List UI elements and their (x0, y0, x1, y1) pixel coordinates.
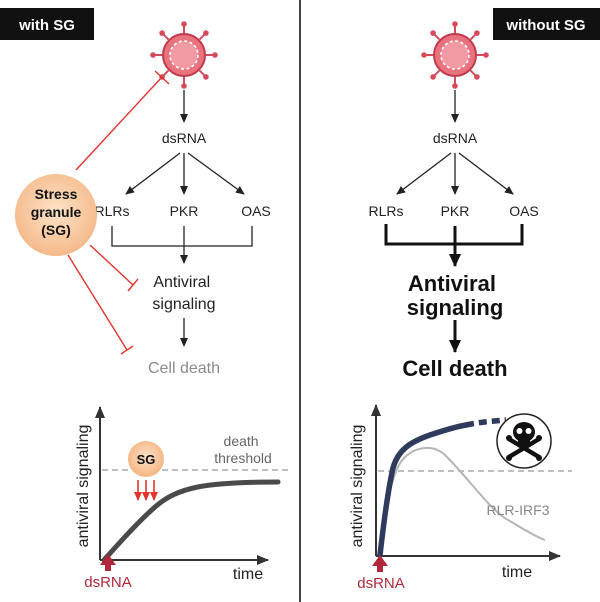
left-signaling-curve (101, 479, 281, 563)
dsrna-to-oas-arrow (458, 152, 514, 195)
sensor-rlrs-label: RLRs (94, 203, 129, 219)
sensor-rlrs-label: RLRs (368, 203, 403, 219)
right-ylabel: antiviral signaling (349, 425, 366, 548)
svg-text:SG: SG (137, 452, 156, 467)
cell-death-label: Cell death (402, 356, 507, 381)
antiviral-signaling-label: Antiviral signaling (407, 271, 504, 320)
left-dsrna-trigger-arrow (100, 554, 116, 571)
left-badge-box (0, 8, 94, 40)
right-panel: without SG dsRNA (349, 8, 600, 592)
sg-small-circle: SG (128, 441, 164, 477)
stress-granule-node: Stress granule (SG) (15, 174, 97, 256)
sensor-pkr-label: PKR (170, 203, 199, 219)
svg-text:(SG): (SG) (41, 222, 71, 238)
sensor-oas-label: OAS (241, 203, 271, 219)
inhibition-lines (67, 70, 170, 355)
right-curve-label: RLR-IRF3 (486, 502, 549, 518)
antiviral-signaling-label: Antiviral signaling (152, 274, 215, 313)
virus-icon (150, 21, 218, 89)
right-badge-text: without SG (505, 17, 585, 34)
right-signaling-curve-dashed (465, 417, 507, 428)
dsrna-to-oas-arrow (187, 152, 245, 195)
right-dsrna-trigger-arrow (372, 555, 388, 572)
sensor-convergence-bracket (111, 226, 253, 247)
svg-text:granule: granule (31, 204, 82, 220)
svg-text:Stress: Stress (35, 186, 78, 202)
right-plot: antiviral signaling time RLR-IRF3 (349, 404, 572, 592)
right-xlabel: time (502, 564, 532, 581)
sg-suppression-arrows (134, 480, 158, 501)
right-dsrna-trigger-label: dsRNA (357, 575, 405, 592)
left-dsrna-trigger-label: dsRNA (84, 574, 132, 591)
skull-crossbones-icon (496, 413, 552, 469)
dsrna-to-rlrs-arrow (125, 152, 181, 195)
sensor-pkr-label: PKR (441, 203, 470, 219)
left-threshold-label: death threshold (214, 433, 272, 466)
left-ylabel: antiviral signaling (75, 425, 92, 548)
left-badge-text: with SG (18, 17, 75, 34)
cell-death-label: Cell death (148, 360, 220, 377)
right-signaling-curve (377, 422, 469, 558)
left-xlabel: time (233, 566, 263, 583)
dsrna-label: dsRNA (162, 130, 207, 146)
dsrna-to-rlrs-arrow (396, 152, 452, 195)
left-panel: with SG dsRNA (0, 8, 292, 591)
right-badge-box (493, 8, 600, 40)
dsrna-label: dsRNA (433, 130, 478, 146)
virus-icon (421, 21, 489, 89)
sensor-oas-label: OAS (509, 203, 539, 219)
left-plot: antiviral signaling time death threshold… (75, 406, 292, 591)
